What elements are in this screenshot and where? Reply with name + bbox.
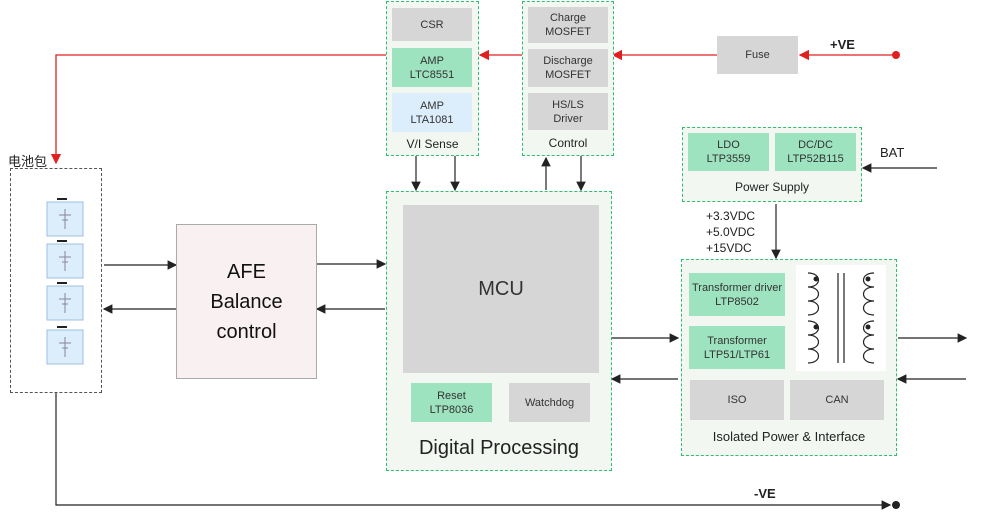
mcu: MCU: [403, 205, 599, 373]
voltage-3v3: +3.3VDC: [706, 209, 756, 223]
vi-sense-title: V/I Sense: [406, 137, 459, 151]
fuse: Fuse: [717, 36, 798, 74]
discharge-mosfet-module: Discharge MOSFET: [528, 49, 608, 87]
control-title: Control: [548, 136, 588, 150]
reset-ltp8036-module: Reset LTP8036: [411, 383, 492, 422]
transformer-driver-ltp8502-module: Transformer driver LTP8502: [689, 273, 785, 316]
battery-pack-label: 电池包: [8, 154, 48, 169]
can-module: CAN: [790, 380, 884, 420]
negative-terminal-label: -VE: [754, 486, 776, 501]
power-supply-title: Power Supply: [734, 180, 810, 194]
battery-cell-3-icon: [46, 282, 84, 321]
positive-terminal-dot: [892, 51, 900, 59]
amp-lta1081-module: AMP LTA1081: [392, 93, 472, 132]
battery-cell-1-icon: [46, 198, 84, 237]
amp-ltc8551-module: AMP LTC8551: [392, 48, 472, 87]
positive-rail: [50, 49, 893, 165]
hs-ls-driver-module: HS/LS Driver: [528, 93, 608, 130]
battery-cell-2-icon: [46, 240, 84, 279]
transformer-symbol-icon: [796, 265, 886, 371]
csr-module: CSR: [392, 8, 472, 41]
watchdog-module: Watchdog: [509, 383, 590, 422]
isolated-power-title: Isolated Power & Interface: [712, 429, 866, 444]
negative-terminal-dot: [892, 501, 900, 509]
ldo-ltp3559-module: LDO LTP3559: [688, 133, 769, 171]
afe-balance-control: AFE Balance control: [176, 224, 317, 379]
bat-input-label: BAT: [880, 145, 905, 160]
battery-cell-4-icon: [46, 326, 84, 365]
voltage-list: +3.3VDC +5.0VDC +15VDC: [706, 208, 755, 256]
charge-mosfet-module: Charge MOSFET: [528, 7, 608, 43]
battery-cells: [46, 198, 84, 365]
iso-module: ISO: [690, 380, 784, 420]
dcdc-ltp52b115-module: DC/DC LTP52B115: [775, 133, 856, 171]
voltage-15v: +15VDC: [706, 241, 752, 255]
battery-pack: [10, 168, 102, 393]
positive-terminal-label: +VE: [830, 37, 855, 52]
transformer-ltp51-ltp61-module: Transformer LTP51/LTP61: [689, 326, 785, 369]
voltage-5v0: +5.0VDC: [706, 225, 756, 239]
digital-processing-title: Digital Processing: [418, 437, 580, 459]
